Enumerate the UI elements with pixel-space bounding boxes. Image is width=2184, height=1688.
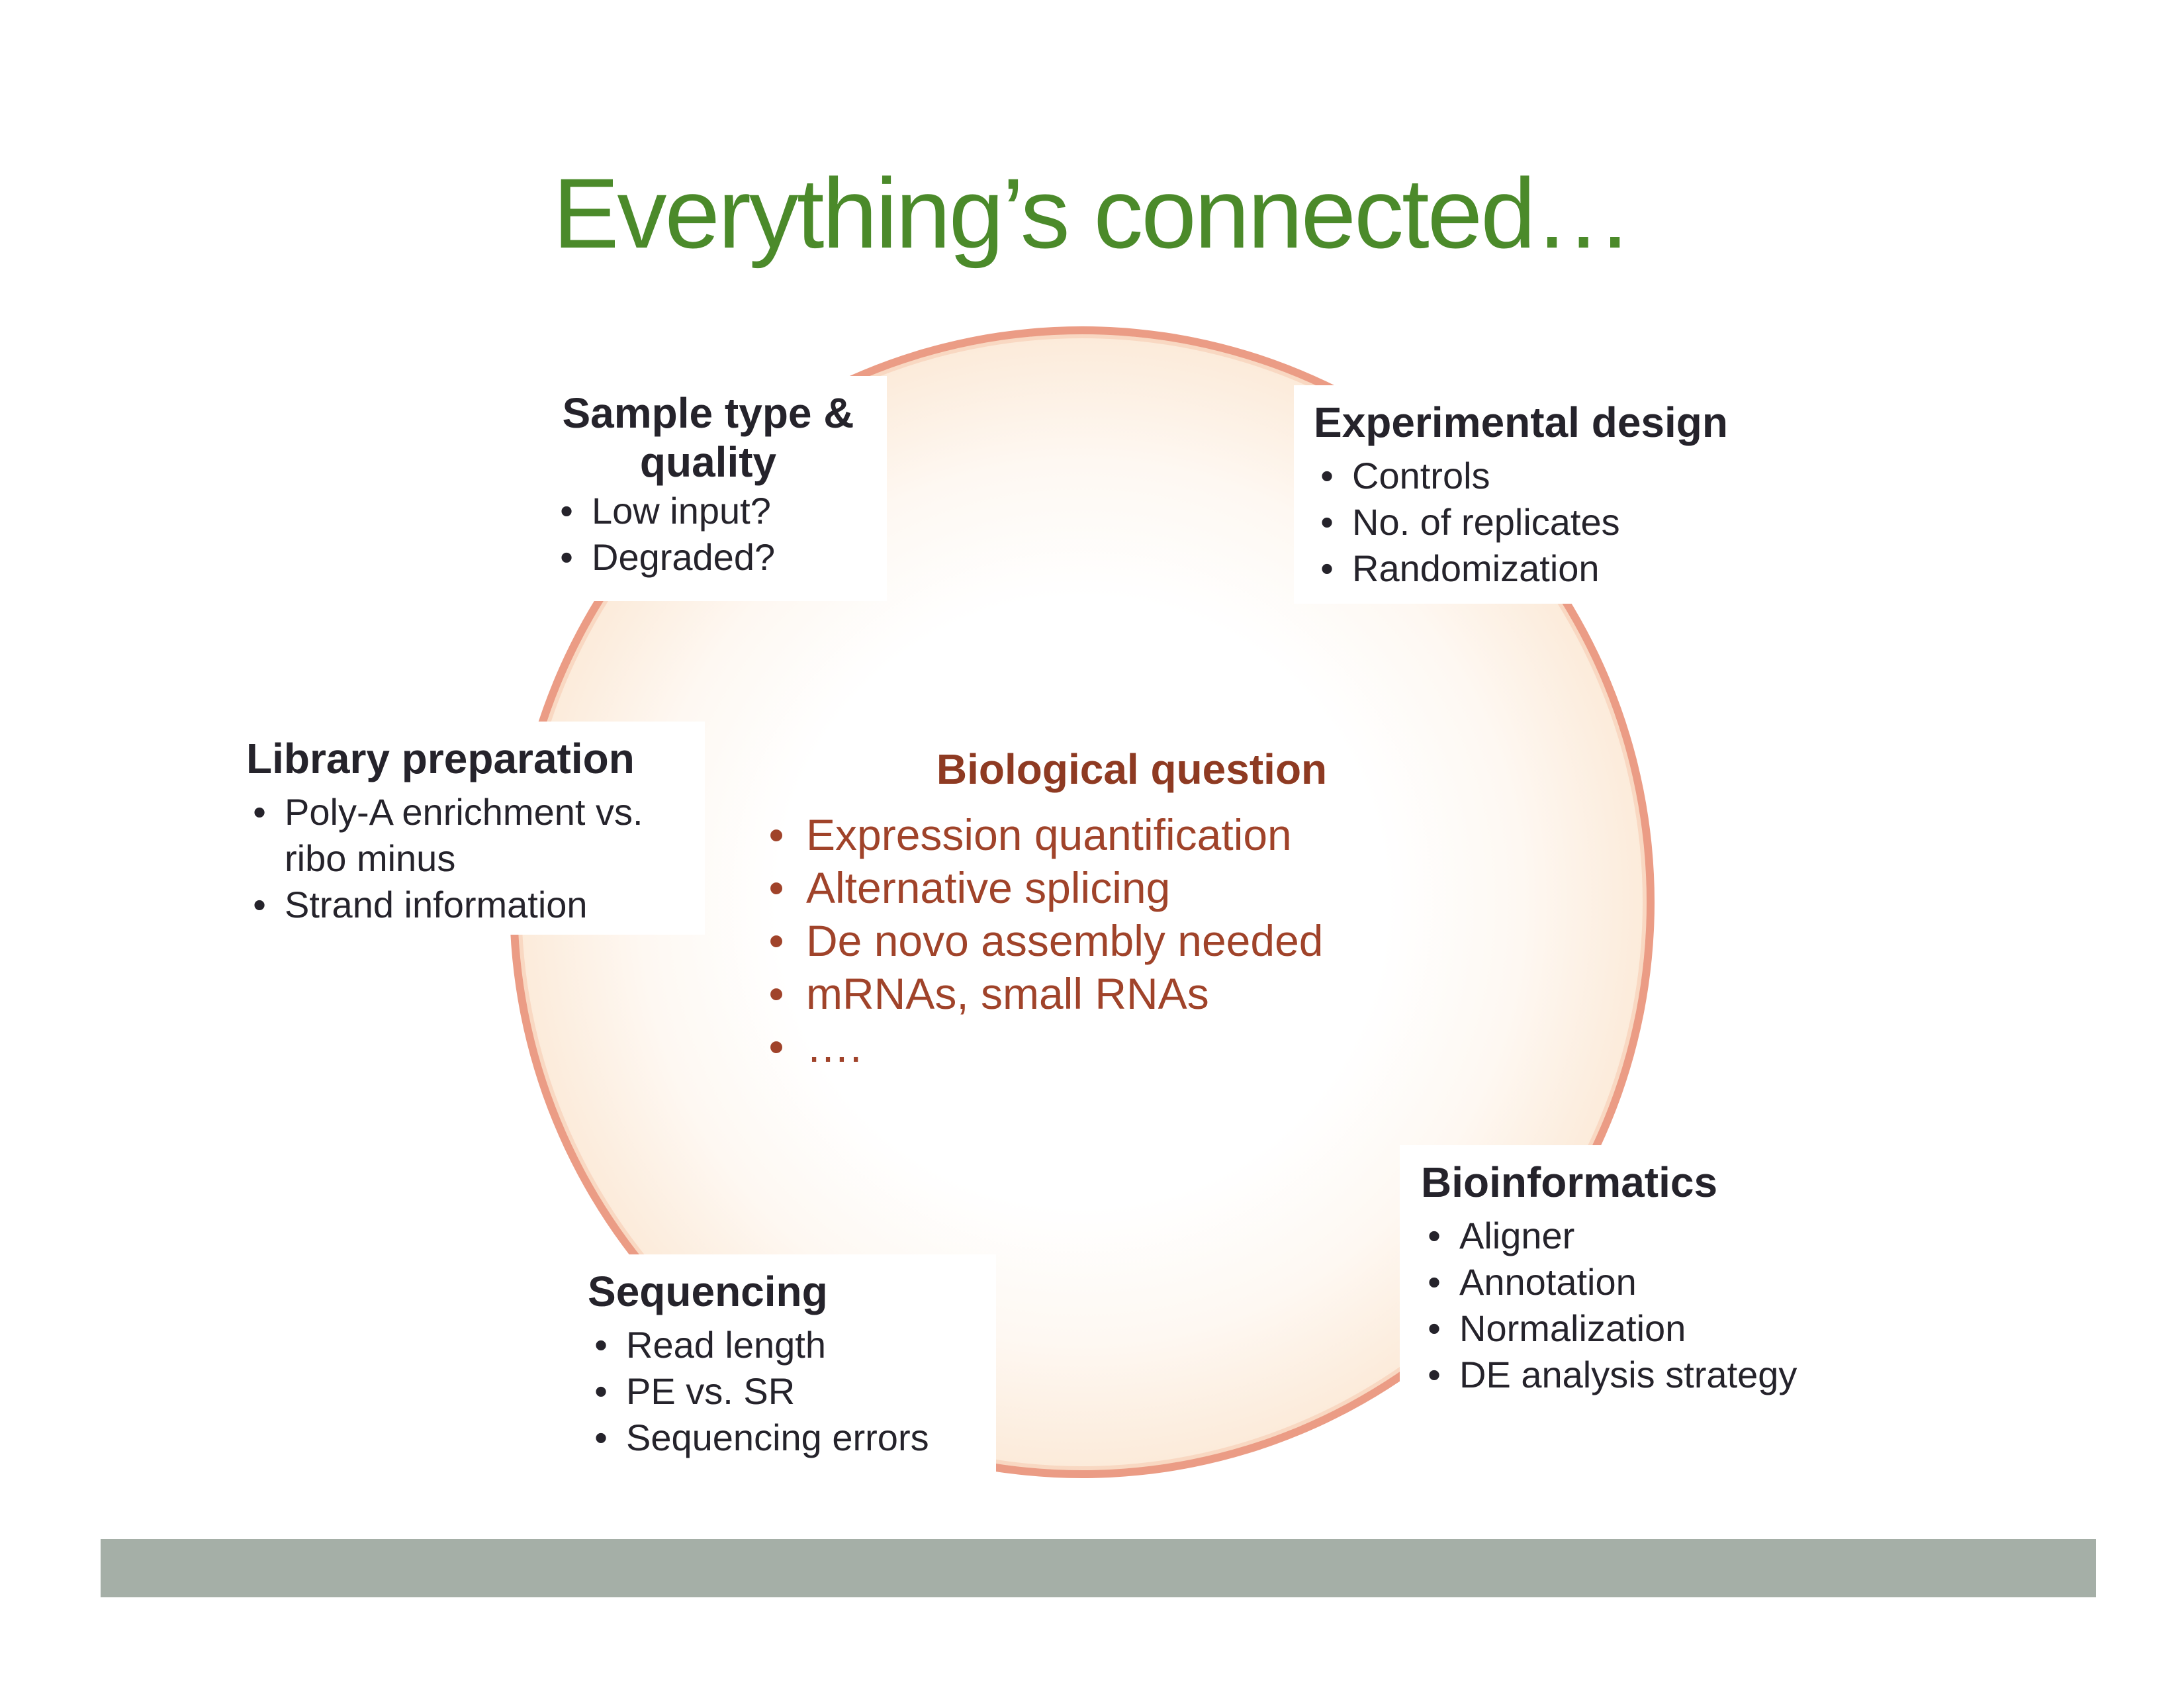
bullet-icon: • — [560, 490, 573, 532]
sample-type-box: Sample type & quality •Low input? •Degra… — [529, 376, 887, 601]
list-item: •Aligner — [1421, 1213, 1863, 1259]
experimental-design-list: •Controls •No. of replicates •Randomizat… — [1314, 453, 1757, 592]
sequencing-heading: Sequencing — [588, 1268, 828, 1315]
list-item: •Controls — [1314, 453, 1757, 499]
bullet-icon: • — [253, 790, 266, 833]
bullet-icon: • — [1320, 454, 1334, 496]
bullet-icon: • — [1320, 500, 1334, 543]
bullet-icon: • — [768, 810, 784, 859]
bioinformatics-box: Bioinformatics •Aligner •Annotation •Nor… — [1400, 1145, 1863, 1410]
list-item: •mRNAs, small RNAs — [761, 967, 1423, 1020]
list-item: •Sequencing errors — [588, 1415, 996, 1461]
list-item: •PE vs. SR — [588, 1368, 996, 1415]
bullet-icon: • — [768, 916, 784, 965]
list-item: •Annotation — [1421, 1259, 1863, 1305]
bullet-icon: • — [594, 1416, 608, 1458]
bullet-icon: • — [1320, 547, 1334, 589]
bullet-icon: • — [1428, 1214, 1441, 1256]
bioinformatics-list: •Aligner •Annotation •Normalization •DE … — [1421, 1213, 1863, 1398]
list-item: •Read length — [588, 1322, 996, 1368]
list-item: •…. — [761, 1020, 1423, 1073]
list-item: •Normalization — [1421, 1305, 1863, 1352]
list-item: •Alternative splicing — [761, 861, 1423, 914]
bullet-icon: • — [768, 969, 784, 1018]
bullet-icon: • — [594, 1370, 608, 1412]
slide-title: Everything’s connected… — [553, 158, 1633, 269]
sample-type-list: •Low input? •Degraded? — [553, 488, 887, 581]
list-item: •Randomization — [1314, 545, 1757, 592]
bullet-icon: • — [253, 883, 266, 925]
list-item: •DE analysis strategy — [1421, 1352, 1863, 1398]
footer-bar — [101, 1539, 2096, 1597]
list-item: •Low input? — [553, 488, 887, 534]
list-item: •Poly-A enrichment vs.ribo minus — [246, 789, 705, 882]
bullet-icon: • — [768, 863, 784, 912]
biological-question-block: Biological question •Expression quantifi… — [761, 745, 1423, 1073]
list-item: •Strand information — [246, 882, 705, 928]
library-preparation-list: •Poly-A enrichment vs.ribo minus •Strand… — [246, 789, 705, 928]
sequencing-list: •Read length •PE vs. SR •Sequencing erro… — [588, 1322, 996, 1461]
list-item: •Degraded? — [553, 534, 887, 581]
bullet-icon: • — [768, 1022, 784, 1071]
bullet-icon: • — [1428, 1307, 1441, 1349]
sequencing-box: Sequencing •Read length •PE vs. SR •Sequ… — [576, 1254, 996, 1493]
biological-question-heading: Biological question — [936, 745, 1328, 793]
experimental-design-box: Experimental design •Controls •No. of re… — [1294, 385, 1757, 604]
bullet-icon: • — [1428, 1353, 1441, 1395]
bullet-icon: • — [594, 1323, 608, 1366]
sample-type-heading: Sample type & quality — [562, 389, 854, 486]
library-preparation-box: Library preparation •Poly-A enrichment v… — [232, 722, 705, 935]
bioinformatics-heading: Bioinformatics — [1421, 1158, 1718, 1206]
library-preparation-heading: Library preparation — [246, 735, 635, 782]
bullet-icon: • — [1428, 1260, 1441, 1303]
list-item: •De novo assembly needed — [761, 914, 1423, 967]
bullet-icon: • — [560, 536, 573, 579]
list-item: •Expression quantification — [761, 808, 1423, 861]
biological-question-list: •Expression quantification •Alternative … — [761, 808, 1423, 1073]
experimental-design-heading: Experimental design — [1314, 399, 1728, 446]
list-item: •No. of replicates — [1314, 499, 1757, 545]
